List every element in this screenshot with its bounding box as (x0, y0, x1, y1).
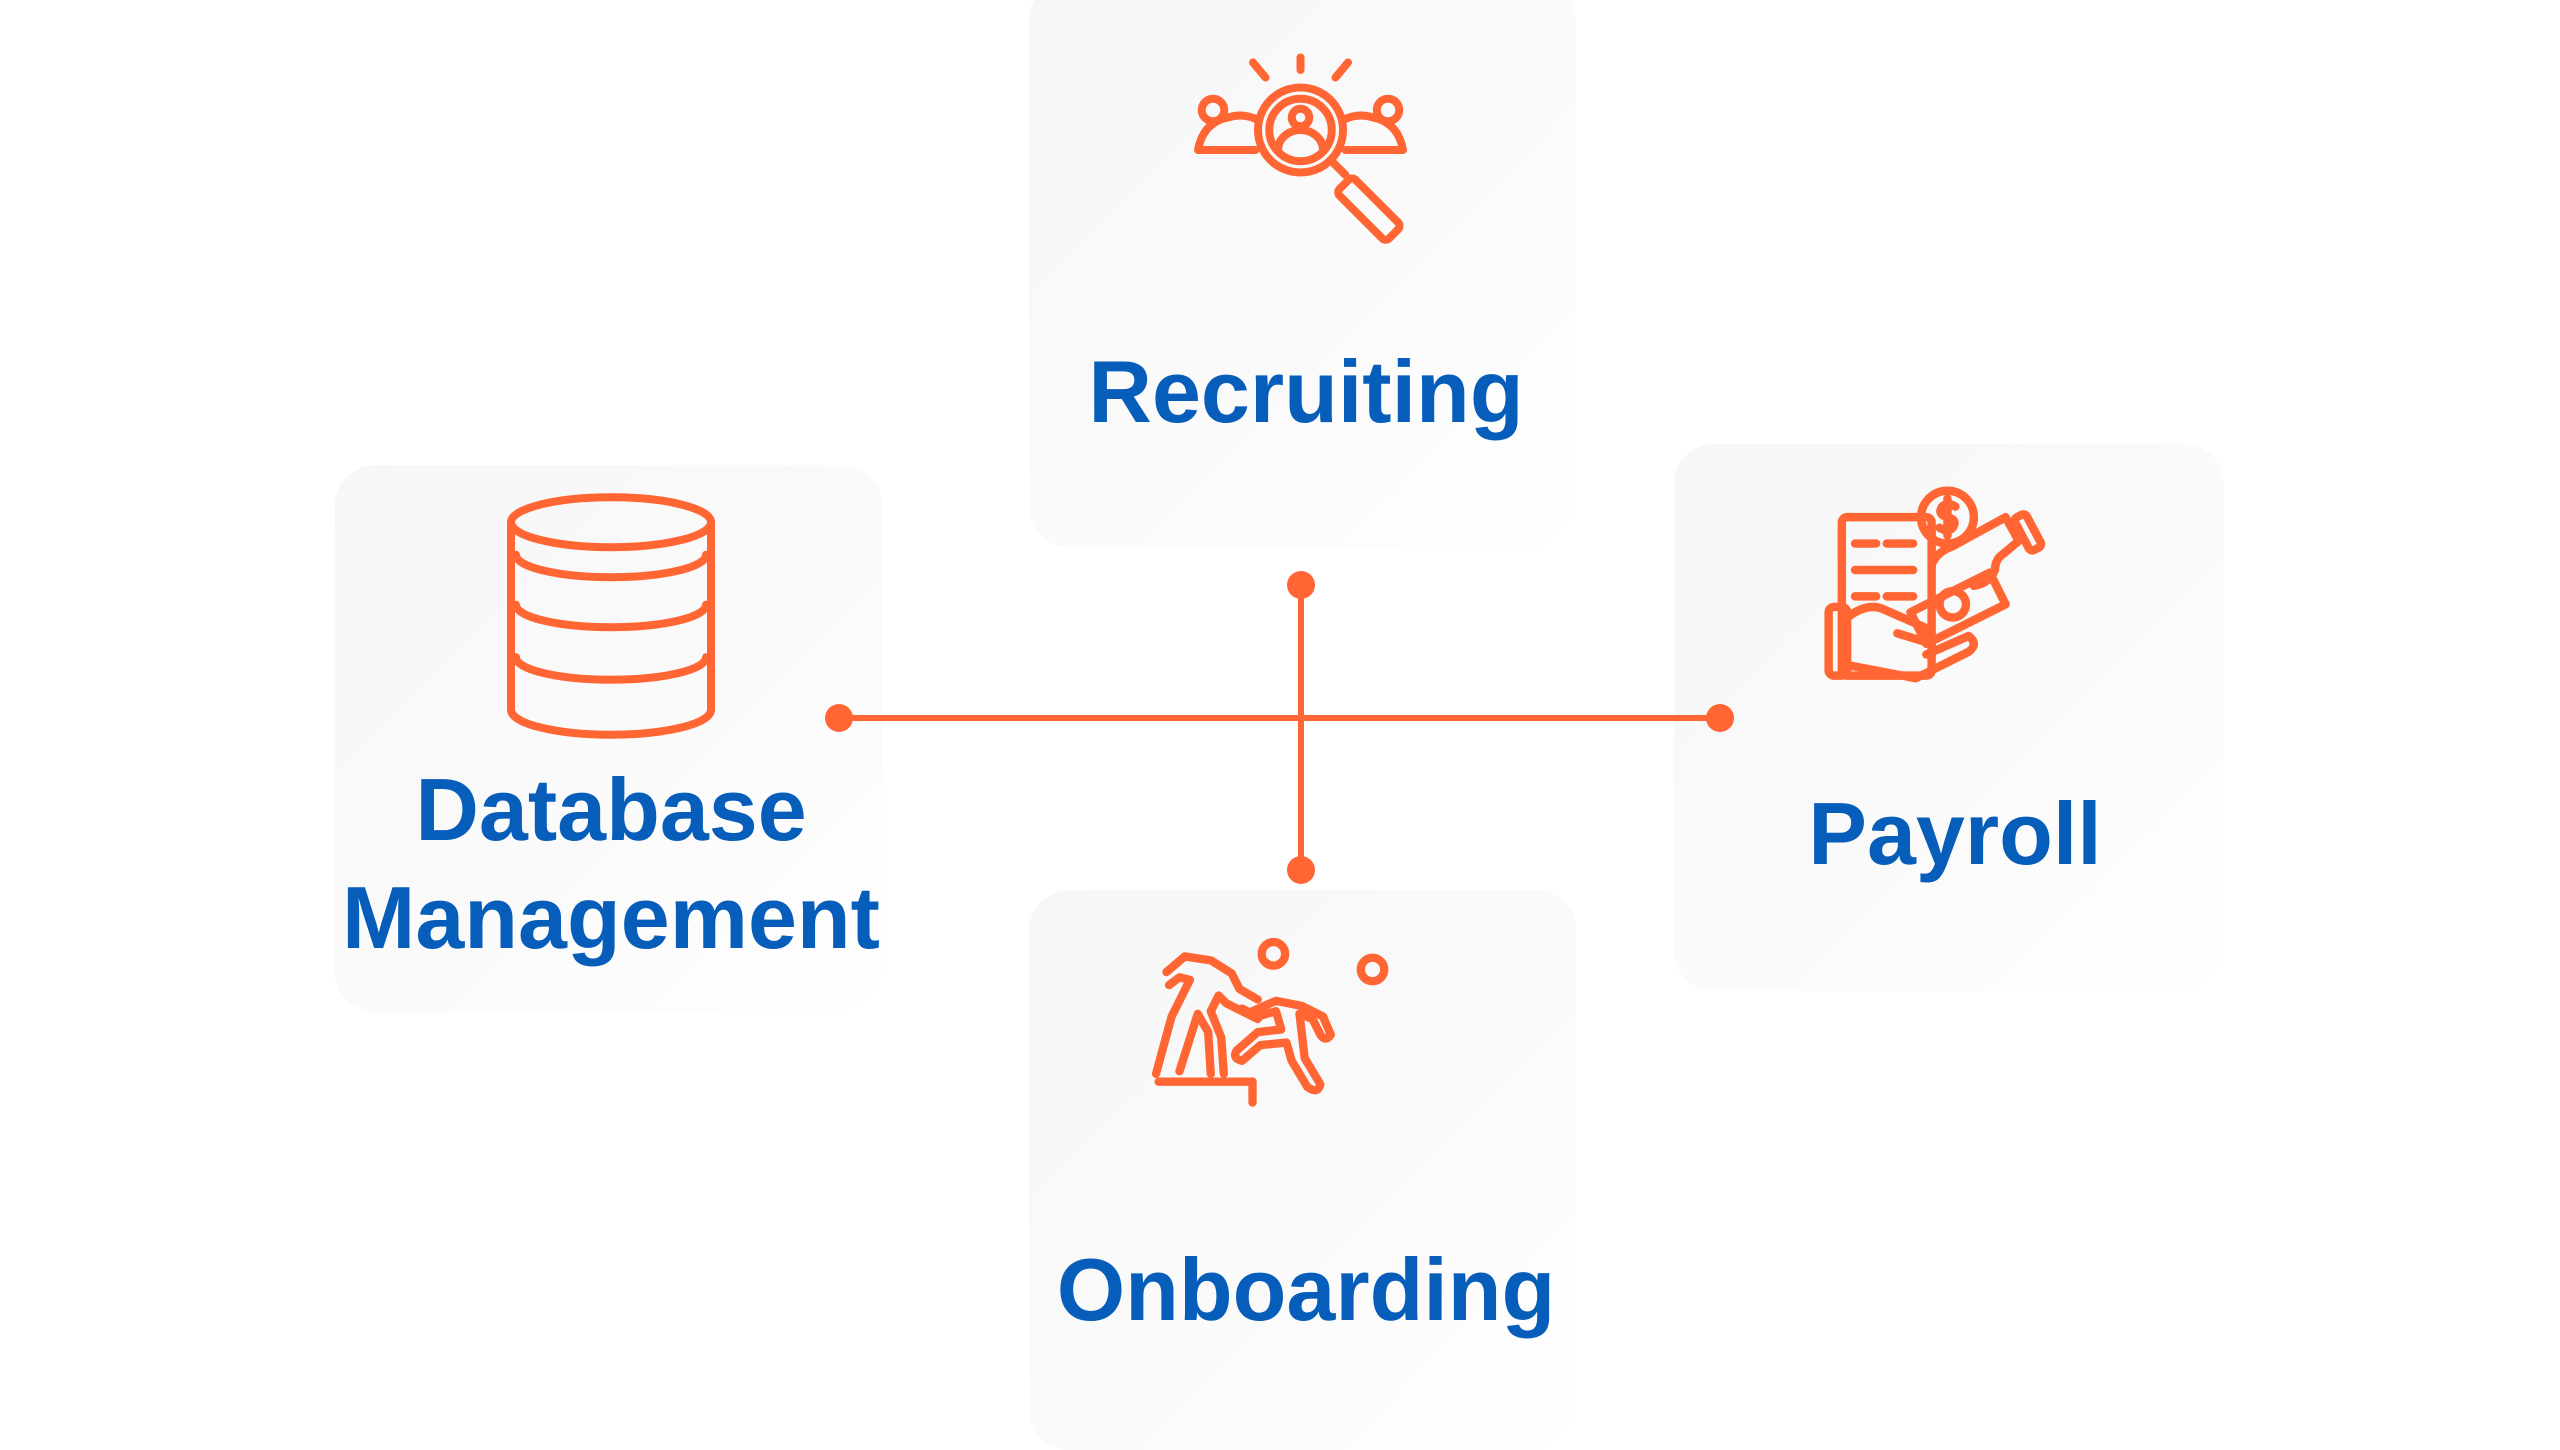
database-icon (506, 492, 716, 740)
onboarding-card (1029, 890, 1576, 1450)
recruiting-label: Recruiting (1088, 342, 1524, 441)
payroll-hand-money-icon (1824, 485, 2098, 750)
database-label-line2: Management (342, 868, 880, 967)
connector-dot-left (825, 704, 853, 732)
payroll-label: Payroll (1808, 784, 2102, 883)
onboarding-label: Onboarding (1056, 1240, 1556, 1339)
connector-dot-bottom (1287, 856, 1315, 884)
database-label-line1: Database (415, 760, 807, 859)
onboarding-people-climbing-icon (1151, 935, 1456, 1197)
connector-dot-right (1706, 704, 1734, 732)
recruiting-magnifier-people-icon (1173, 53, 1438, 305)
database-management-label: Database Management (342, 756, 880, 972)
connector-dot-top (1287, 571, 1315, 599)
